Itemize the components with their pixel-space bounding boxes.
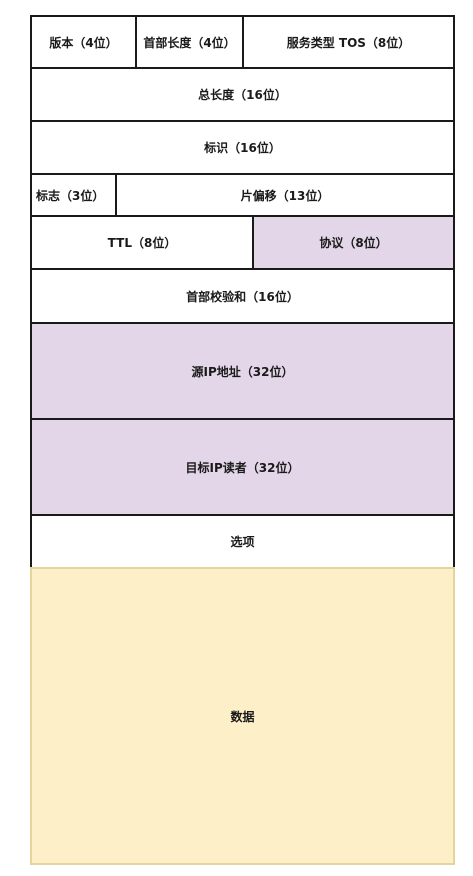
field-version-label: 版本（4位） <box>49 35 118 50</box>
field-ttl-label: TTL（8位） <box>107 236 177 250</box>
field-flags-label: 标志（3位） <box>36 188 105 203</box>
field-header-length: 首部长度（4位） <box>135 15 244 69</box>
field-options-label: 选项 <box>230 535 255 549</box>
field-header-length-label: 首部长度（4位） <box>143 35 236 50</box>
field-fragment-offset: 片偏移（13位） <box>115 173 455 217</box>
field-identification-label: 标识（16位） <box>204 141 281 155</box>
field-identification: 标识（16位） <box>30 120 455 175</box>
field-total-length: 总长度（16位） <box>30 67 455 122</box>
field-protocol-label: 协议（8位） <box>319 236 388 250</box>
field-header-checksum: 首部校验和（16位） <box>30 268 455 324</box>
field-flags: 标志（3位） <box>30 173 117 217</box>
field-service-type: 服务类型 TOS（8位） <box>242 15 455 69</box>
field-source-ip-label: 源IP地址（32位） <box>191 364 294 379</box>
field-data-label: 数据 <box>230 709 255 724</box>
field-fragment-offset-label: 片偏移（13位） <box>240 188 330 203</box>
field-total-length-label: 总长度（16位） <box>198 88 287 102</box>
field-dest-ip: 目标IP读者（32位） <box>30 418 455 516</box>
field-version: 版本（4位） <box>30 15 137 69</box>
field-protocol: 协议（8位） <box>252 215 455 270</box>
field-dest-ip-label: 目标IP读者（32位） <box>185 460 300 475</box>
field-ttl: TTL（8位） <box>30 215 254 270</box>
field-service-type-label: 服务类型 TOS（8位） <box>286 35 411 50</box>
field-header-checksum-label: 首部校验和（16位） <box>186 289 299 304</box>
field-data: 数据 <box>30 567 455 865</box>
field-options: 选项 <box>30 514 455 569</box>
field-source-ip: 源IP地址（32位） <box>30 322 455 420</box>
